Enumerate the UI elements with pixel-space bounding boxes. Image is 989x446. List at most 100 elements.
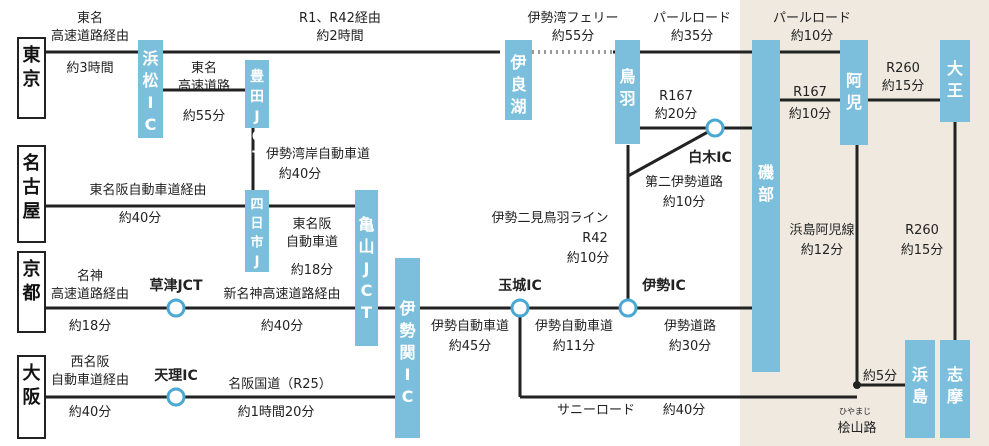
- node-tamaki-ic: [510, 298, 530, 318]
- iseawan-time: 約40分: [279, 167, 322, 182]
- label-tamaki-ic: 玉城IC: [498, 277, 541, 294]
- svg-text:東京: 東京: [23, 44, 41, 90]
- node-kusatsu-jct: [166, 298, 186, 318]
- tomei2-name2: 高速道路: [178, 78, 230, 94]
- dai2-name: 第二伊勢道路: [645, 174, 723, 190]
- futami-name: 伊勢二見鳥羽ライン: [491, 211, 608, 226]
- isedoro-time: 約30分: [669, 339, 712, 354]
- node-ise-ic: [618, 298, 638, 318]
- label-kusatsu-jct: 草津JCT: [149, 277, 202, 294]
- node-hiyamaji: [853, 381, 861, 389]
- city-osaka: 大阪: [17, 355, 46, 439]
- box-toba: 鳥羽: [615, 40, 640, 144]
- box-shima: 志摩: [940, 340, 970, 438]
- r1-name: R1、R42経由: [299, 11, 381, 26]
- iseexp2-name: 伊勢自動車道: [535, 319, 613, 334]
- tomei2-time: 約55分: [183, 109, 226, 124]
- node-shiroki-ic: [705, 118, 725, 138]
- box-hamajima: 浜島: [905, 340, 935, 438]
- pearl1-time: 約35分: [671, 29, 714, 44]
- tomeihan-time: 約40分: [119, 211, 162, 226]
- node-tenri-ic: [166, 387, 186, 407]
- box-irago: 伊良湖: [505, 40, 532, 120]
- hamajimaago-name: 浜島阿児線: [789, 222, 854, 238]
- r1-time: 約2時間: [316, 29, 363, 44]
- r260a-name: R260: [886, 61, 920, 76]
- pearl2-time: 約10分: [791, 29, 834, 44]
- box-daio: 大王: [940, 40, 970, 122]
- nishimeihan-time: 約40分: [69, 405, 112, 420]
- tomeihan2-name2: 自動車道: [286, 235, 338, 250]
- r167b-name: R167: [793, 85, 827, 100]
- tomei2-name1: 東名: [191, 60, 217, 76]
- svg-text:京都: 京都: [22, 258, 41, 304]
- futami-r42: R42: [582, 231, 608, 246]
- meihan-time: 約1時間20分: [238, 405, 315, 420]
- iseferry-name: 伊勢湾フェリー: [527, 10, 618, 26]
- r260b-name: R260: [905, 223, 939, 238]
- city-nagoya: 名古屋: [17, 145, 46, 243]
- ferry-gap: [531, 48, 613, 56]
- tomei1-time: 約3時間: [66, 61, 113, 76]
- nishimeihan-name2: 自動車道経由: [51, 373, 129, 388]
- iseexp1-time: 約45分: [449, 339, 492, 354]
- meishin-name2: 高速道路経由: [51, 286, 129, 302]
- isedoro-name: 伊勢道路: [664, 318, 716, 334]
- hamajimaago-time: 約12分: [801, 243, 844, 258]
- iseawan-name: 伊勢湾岸自動車道: [266, 146, 370, 162]
- tomei1-name2: 高速道路経由: [51, 28, 129, 44]
- shinmeishin-time: 約40分: [261, 319, 304, 334]
- svg-text:磯部: 磯部: [758, 163, 774, 204]
- city-kyoto: 京都: [17, 251, 46, 333]
- r167a-time: 約20分: [655, 107, 698, 122]
- label-ise-ic: 伊勢IC: [641, 277, 685, 294]
- svg-text:伊良湖: 伊良湖: [509, 53, 526, 116]
- svg-text:浜島: 浜島: [912, 365, 928, 406]
- label-shiroki-ic: 白木IC: [688, 149, 731, 166]
- sunny-road: サニーロード: [557, 403, 635, 418]
- svg-text:鳥羽: 鳥羽: [619, 67, 635, 108]
- box-isobe: 磯部: [752, 40, 780, 372]
- svg-text:大王: 大王: [947, 59, 963, 100]
- box-ago: 阿児: [840, 40, 868, 145]
- iseferry-time: 約55分: [552, 29, 595, 44]
- svg-text:阿児: 阿児: [845, 71, 862, 112]
- tomei1-name1: 東名: [77, 10, 103, 26]
- pearl2-name: パールロード: [773, 11, 851, 26]
- label-tenri-ic: 天理IC: [154, 368, 197, 384]
- svg-text:大阪: 大阪: [23, 362, 42, 408]
- r167b-time: 約10分: [789, 107, 832, 122]
- dai2-time: 約10分: [663, 195, 706, 210]
- meishin-time: 約18分: [69, 319, 112, 334]
- iseexp1-name: 伊勢自動車道: [431, 319, 509, 334]
- hiyamaji-time: 約5分: [863, 369, 897, 384]
- tomeihan2-name1: 東名阪: [292, 216, 331, 232]
- meihan-name: 名阪国道（R25）: [228, 376, 332, 392]
- shinmeishin-name: 新名神高速道路経由: [223, 286, 340, 302]
- futami-time: 約10分: [567, 251, 610, 266]
- svg-text:志摩: 志摩: [947, 365, 963, 406]
- meishin-name1: 名神: [77, 268, 103, 284]
- city-tokyo: 東京: [17, 37, 46, 119]
- svg-text:名古屋: 名古屋: [23, 152, 41, 222]
- hiyamaji-ruby: ひやまじ: [839, 407, 871, 416]
- r167a-name: R167: [659, 89, 693, 104]
- r260b-time: 約15分: [901, 243, 944, 258]
- pearl1-name: パールロード: [653, 11, 731, 26]
- nishimeihan-name1: 西名阪: [70, 354, 109, 370]
- iseexp2-time: 約11分: [553, 339, 596, 354]
- tomeihan2-time: 約18分: [291, 263, 334, 278]
- r260a-time: 約15分: [882, 79, 925, 94]
- hiyamaji-name: 桧山路: [837, 420, 876, 436]
